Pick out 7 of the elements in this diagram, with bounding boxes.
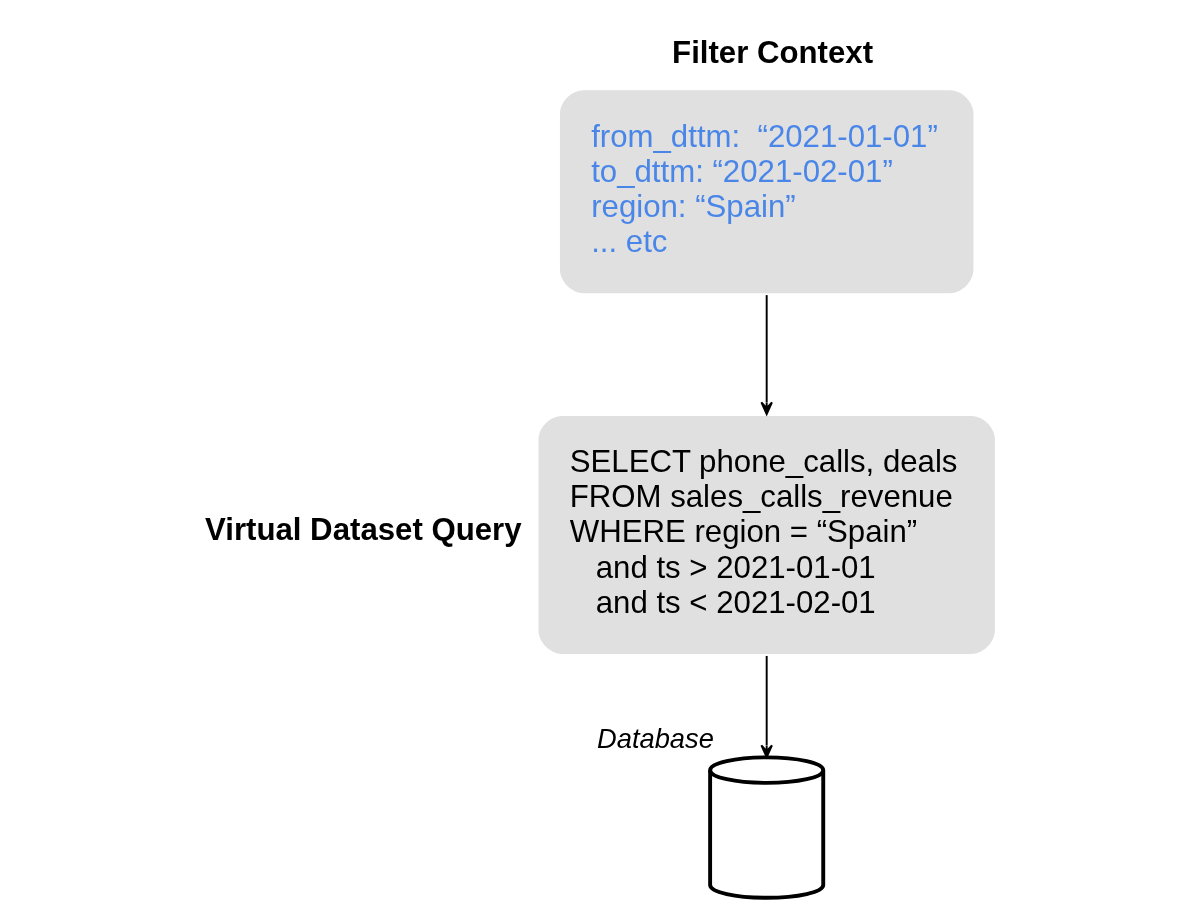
arrow	[760, 654, 773, 759]
arrow	[760, 294, 773, 416]
node-box: SELECT phone_calls, deals FROM sales_calls_revenue WHERE region = “Spain” and ts > 2021-01-01 and ts < 2021-02-01	[538, 416, 995, 654]
node-box: from_dttm: “2021-01-01” to_dttm: “2021-02-01” region: “Spain” ... etc	[559, 90, 974, 294]
node-label: Filter Context	[672, 34, 874, 70]
node-label: Database	[597, 722, 714, 754]
node-label: Virtual Dataset Query	[204, 512, 522, 548]
